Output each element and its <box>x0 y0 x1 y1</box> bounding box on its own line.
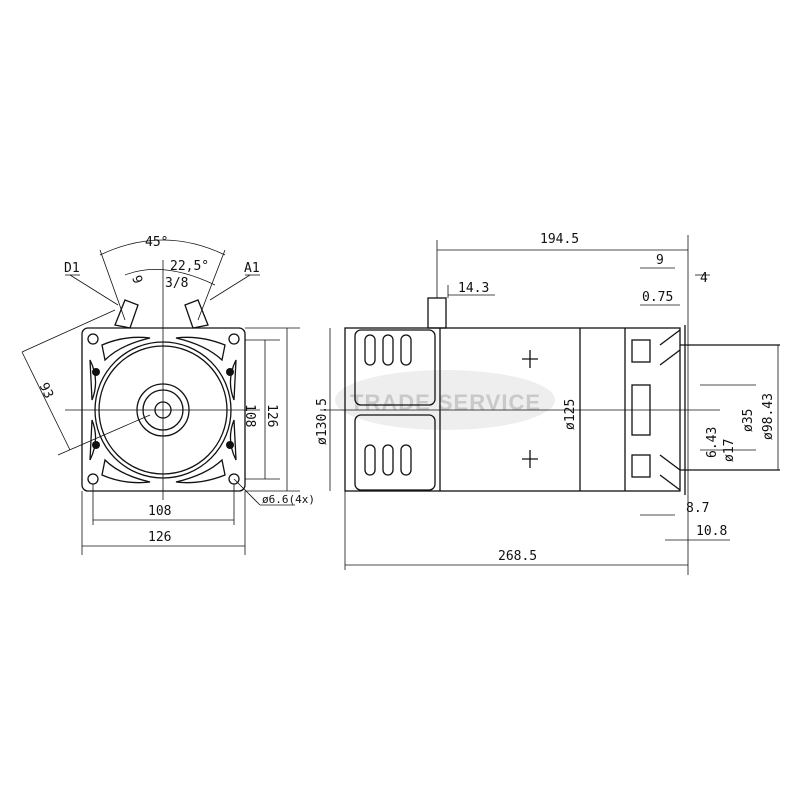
angle-45-label: 45° <box>145 235 168 250</box>
dim-9-side-label: 9 <box>656 253 664 268</box>
angle-22-5-label: 22,5° <box>170 259 209 274</box>
terminal-a1-label: A1 <box>244 261 260 276</box>
dim-14-3-label: 14.3 <box>458 281 489 296</box>
thread-label: 3/8 <box>165 276 188 291</box>
width-126-label: 126 <box>148 530 171 545</box>
total-length-label: 268.5 <box>498 549 537 564</box>
side-view <box>320 235 780 575</box>
dim-0-75-label: 0.75 <box>642 290 673 305</box>
body-dia-125-label: ø125 <box>563 399 578 430</box>
height-126-label: 126 <box>264 404 279 427</box>
terminal-d1-label: D1 <box>64 261 80 276</box>
watermark: TRADE SERVICE <box>350 390 541 415</box>
dia-17-label: ø17 <box>722 439 737 462</box>
dim-9-label: 9 <box>128 274 145 286</box>
dia-98-43-label: ø98.43 <box>761 393 776 440</box>
dim-93-label: 93 <box>36 381 56 402</box>
hole-label: ø6.6(4x) <box>262 493 315 506</box>
dim-10-8-label: 10.8 <box>696 524 727 539</box>
dia-35-label: ø35 <box>741 409 756 432</box>
dim-6-43-label: 6.43 <box>705 427 720 458</box>
dim-8-7-label: 8.7 <box>686 501 709 516</box>
height-108-label: 108 <box>242 404 257 427</box>
dim-4-label: 4 <box>700 271 708 286</box>
front-view <box>21 239 300 555</box>
body-dia-130-5-label: ø130.5 <box>315 398 330 445</box>
width-108-label: 108 <box>148 504 171 519</box>
length-194-5-label: 194.5 <box>540 232 579 247</box>
